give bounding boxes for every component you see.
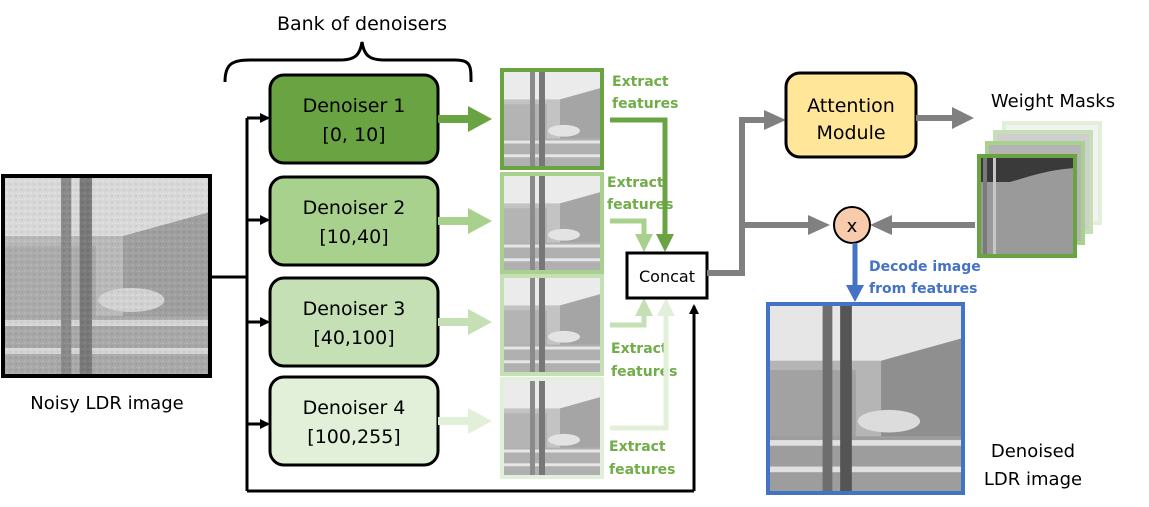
- weight-masks-label: Weight Masks: [991, 91, 1115, 112]
- input-routing-lines: [210, 113, 699, 493]
- svg-text:Extract: Extract: [607, 175, 664, 191]
- denoiser-row-1: Denoiser 1 [0, 10]: [268, 68, 604, 170]
- svg-text:Extract: Extract: [609, 439, 666, 455]
- multiply-node: [833, 206, 871, 244]
- denoiser-output-arrowhead-1: [468, 106, 492, 132]
- denoised-output-image: [766, 302, 965, 495]
- denoised-feature-image-3: [500, 274, 604, 376]
- svg-text:features: features: [607, 197, 673, 213]
- attention-label-line1: Attention: [807, 95, 895, 117]
- svg-text:features: features: [611, 364, 677, 380]
- decode-label-line2: from features: [869, 281, 978, 297]
- feature-arrow-2: [610, 218, 653, 252]
- multiply-symbol: x: [847, 216, 858, 237]
- denoiser-name-1: Denoiser 1: [303, 95, 406, 117]
- extract-label-1: Extract features: [612, 74, 678, 112]
- extract-label-2: Extract features: [607, 175, 673, 213]
- denoiser-output-arrowhead-4: [468, 408, 492, 434]
- feature-arrow-3: [610, 298, 653, 328]
- attention-input-arrowhead: [764, 110, 786, 130]
- attention-label-line2: Module: [816, 122, 885, 144]
- attention-output-arrowhead: [952, 107, 974, 129]
- decode-arrowhead: [846, 285, 864, 302]
- svg-text:Extract: Extract: [612, 74, 669, 90]
- denoiser-row-3: Denoiser 3 [40,100]: [268, 274, 604, 376]
- denoiser-name-4: Denoiser 4: [303, 397, 406, 419]
- denoiser-range-4: [100,255]: [307, 426, 400, 448]
- weight-masks-stack: [977, 121, 1102, 258]
- decode-label-line1: Decode image: [869, 259, 981, 275]
- denoiser-output-arrowhead-2: [468, 208, 492, 234]
- denoiser-row-4: Denoiser 4 [100,255]: [268, 375, 604, 479]
- denoised-feature-image-2: [500, 172, 604, 274]
- denoiser-box-3: [268, 276, 440, 368]
- noisy-input-image: [1, 174, 212, 378]
- extract-label-4: Extract features: [609, 439, 675, 478]
- denoiser-name-3: Denoiser 3: [303, 298, 406, 320]
- denoiser-row-2: Denoiser 2 [10,40]: [268, 172, 604, 274]
- noisy-input-label: Noisy LDR image: [30, 393, 183, 414]
- denoiser-box-1: [268, 73, 440, 165]
- svg-text:Extract: Extract: [611, 341, 668, 357]
- output-label-line1: Denoised: [991, 441, 1075, 462]
- denoiser-box-2: [268, 175, 440, 267]
- denoiser-output-arrowhead-3: [468, 309, 492, 335]
- svg-text:features: features: [609, 462, 675, 478]
- multiply-input-arrowhead: [808, 215, 830, 235]
- concat-label: Concat: [639, 267, 695, 286]
- denoiser-range-3: [40,100]: [313, 327, 394, 349]
- denoised-feature-image-4: [500, 377, 604, 479]
- mask-to-multiply-arrowhead: [870, 215, 892, 235]
- bank-brace: [223, 41, 473, 83]
- output-label-line2: LDR image: [984, 469, 1082, 490]
- denoiser-range-1: [0, 10]: [322, 124, 385, 146]
- denoiser-name-2: Denoiser 2: [303, 197, 406, 219]
- feature-arrow-4: [610, 298, 675, 431]
- bank-title: Bank of denoisers: [277, 13, 447, 35]
- feature-arrow-1: [610, 117, 674, 252]
- denoised-feature-image-1: [500, 68, 604, 170]
- denoiser-box-4: [268, 375, 440, 467]
- concat-to-attention-arrows: [707, 117, 812, 276]
- extract-label-3: Extract features: [611, 341, 677, 380]
- denoiser-range-2: [10,40]: [319, 226, 388, 248]
- svg-text:features: features: [612, 96, 678, 112]
- concat-box: [625, 251, 709, 300]
